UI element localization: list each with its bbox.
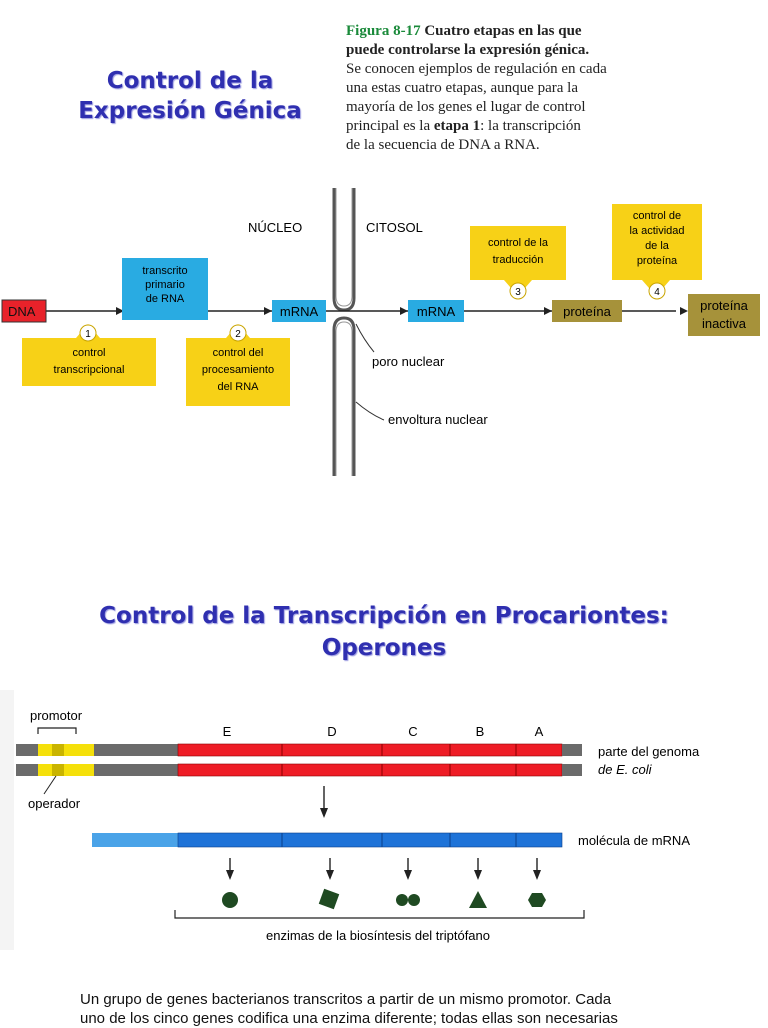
arrow-head xyxy=(544,307,552,315)
step3-number: 3 xyxy=(515,287,521,298)
citosol-label: CITOSOL xyxy=(366,220,423,235)
bottom-text-line1: Un grupo de genes bacterianos transcrito… xyxy=(80,990,720,1009)
envoltura-pointer xyxy=(356,402,384,420)
genome-strand-bottom xyxy=(16,764,582,776)
gene-letter-d: D xyxy=(327,724,336,739)
step4-line4: proteína xyxy=(637,255,678,267)
enzyme-a-hexagon xyxy=(528,893,546,907)
mrna-label: molécula de mRNA xyxy=(578,833,690,848)
transcrito-line1: transcrito xyxy=(142,265,187,277)
promotor-bracket xyxy=(38,728,76,734)
slide2-title-line2: Operones xyxy=(0,632,768,664)
step2-callout: 2 control del procesamiento del RNA xyxy=(186,324,290,406)
gene-letter-b: B xyxy=(476,724,485,739)
step4-line2: la actividad xyxy=(629,225,684,237)
arrow-head xyxy=(264,307,272,315)
poro-nuclear-label: poro nuclear xyxy=(372,354,445,369)
caption-line3: Se conocen ejemplos de regulación en cad… xyxy=(346,60,676,79)
caption-line7: de la secuencia de DNA a RNA. xyxy=(346,136,676,155)
genome-label-line1: parte del genoma xyxy=(598,744,700,759)
enzymes-label: enzimas de la biosíntesis del triptófano xyxy=(266,928,490,943)
proteina-inactiva-line2: inactiva xyxy=(702,316,747,331)
translation-arrows xyxy=(226,858,541,880)
nucleo-label: NÚCLEO xyxy=(248,220,302,235)
caption-line4: una estas cuatro etapas, aunque para la xyxy=(346,79,676,98)
transcrito-line3: de RNA xyxy=(146,293,185,305)
step1-line2: transcripcional xyxy=(54,364,125,376)
gene-letter-c: C xyxy=(408,724,417,739)
operador-pointer xyxy=(44,776,56,794)
arrow-head xyxy=(400,307,408,315)
gene-letter-e: E xyxy=(223,724,232,739)
genome-strand-top xyxy=(16,744,582,756)
step1-callout: 1 control transcripcional xyxy=(22,324,156,386)
caption-bold-1: Cuatro etapas en las que xyxy=(424,23,581,39)
step2-line1: control del xyxy=(213,347,264,359)
slide2-title: Control de la Transcripción en Procarion… xyxy=(0,600,768,664)
mrna-cytosol-label: mRNA xyxy=(417,304,456,319)
step4-line1: control de xyxy=(633,210,681,222)
mrna-nucleus-label: mRNA xyxy=(280,304,319,319)
operon-diagram: promotor E D C B A parte del genoma de E… xyxy=(0,690,768,950)
slide1-title: Control de la Expresión Génica xyxy=(40,66,340,126)
promotor-label: promotor xyxy=(30,708,83,723)
operador-label: operador xyxy=(28,796,81,811)
genome-label-line2: de E. coli xyxy=(598,762,653,777)
step1-line1: control xyxy=(72,347,105,359)
slide1-title-line2: Expresión Génica xyxy=(40,96,340,126)
caption-line6-start: principal es la xyxy=(346,118,434,134)
step3-line1: control de la xyxy=(488,237,549,249)
mrna-molecule xyxy=(92,833,562,847)
arrow-head xyxy=(680,307,688,315)
step2-line2: procesamiento xyxy=(202,364,274,376)
gene-letter-a: A xyxy=(535,724,544,739)
step3-callout: control de la traducción 3 xyxy=(470,226,566,299)
enzymes-bracket xyxy=(175,910,584,918)
figure-label: Figura 8-17 xyxy=(346,23,421,39)
step1-number: 1 xyxy=(85,329,91,340)
step4-callout: control de la actividad de la proteína 4 xyxy=(612,204,702,299)
figure-caption: Figura 8-17 Cuatro etapas en las que pue… xyxy=(346,22,676,155)
nuclear-envelope xyxy=(334,188,354,476)
transcription-arrow-head xyxy=(320,808,328,818)
left-edge-strip xyxy=(0,690,14,950)
enzyme-d-square xyxy=(319,889,340,910)
poro-pointer xyxy=(356,324,374,352)
caption-line6-bold: etapa 1 xyxy=(434,118,480,134)
proteina-inactiva-line1: proteína xyxy=(700,298,748,313)
enzyme-b-triangle xyxy=(469,891,487,908)
step2-line3: del RNA xyxy=(218,381,260,393)
enzyme-c-dumbbell xyxy=(396,894,420,906)
proteina-label: proteína xyxy=(563,304,611,319)
caption-line5: mayoría de los genes el lugar de control xyxy=(346,98,676,117)
dna-label: DNA xyxy=(8,304,36,319)
caption-line6-end: : la transcripción xyxy=(480,118,581,134)
step2-number: 2 xyxy=(235,329,241,340)
step3-line2: traducción xyxy=(493,254,544,266)
bottom-text-line2: uno de los cinco genes codifica una enzi… xyxy=(80,1009,720,1028)
gene-expression-diagram: NÚCLEO CITOSOL DNA transcrito primario d… xyxy=(0,180,768,480)
step4-line3: de la xyxy=(645,240,670,252)
operon-description: Un grupo de genes bacterianos transcrito… xyxy=(80,990,720,1028)
enzyme-e-circle xyxy=(222,892,238,908)
caption-bold-2: puede controlarse la expresión génica. xyxy=(346,42,589,58)
slide2-title-line1: Control de la Transcripción en Procarion… xyxy=(0,600,768,632)
envoltura-nuclear-label: envoltura nuclear xyxy=(388,412,488,427)
transcrito-line2: primario xyxy=(145,279,185,291)
step4-number: 4 xyxy=(654,287,660,298)
slide1-title-line1: Control de la xyxy=(40,66,340,96)
